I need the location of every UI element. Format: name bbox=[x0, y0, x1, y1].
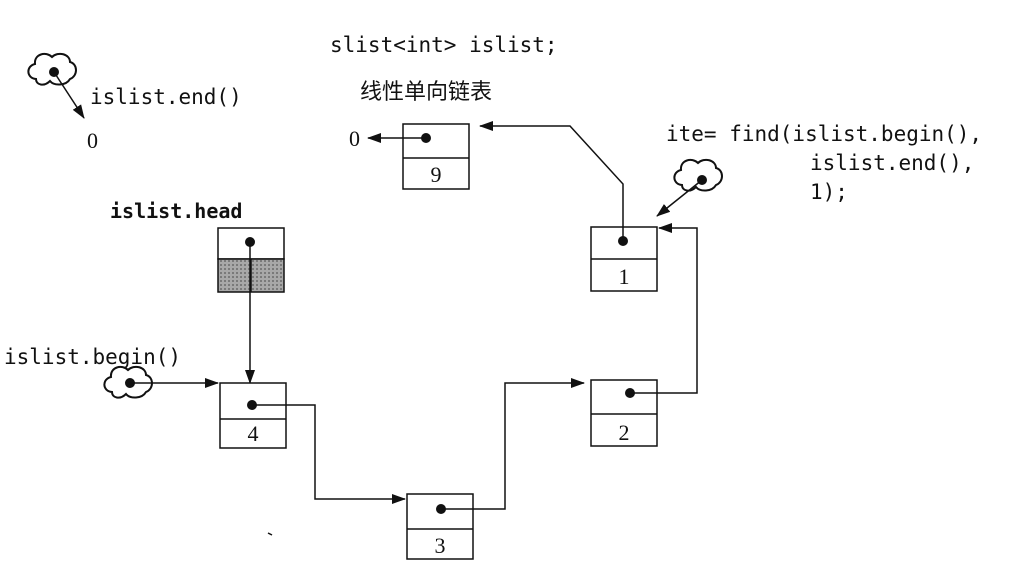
list-node: 3 bbox=[406, 493, 474, 560]
tail-null: 0 bbox=[349, 126, 360, 151]
begin-label: islist.begin() bbox=[4, 345, 181, 369]
head-node: islist.head bbox=[110, 199, 285, 384]
ite-iterator bbox=[656, 158, 723, 217]
head-label: islist.head bbox=[110, 199, 242, 223]
node-value: 1 bbox=[619, 264, 630, 289]
end-null: 0 bbox=[87, 128, 98, 153]
node-value: 3 bbox=[435, 533, 446, 558]
begin-iterator: islist.begin() bbox=[4, 345, 219, 399]
find-line-3: 1); bbox=[810, 180, 848, 204]
caption-text: 线性单向链表 bbox=[360, 80, 492, 105]
declaration-text: slist<int> islist; bbox=[330, 33, 558, 57]
find-line-2: islist.end(), bbox=[810, 151, 974, 175]
end-label: islist.end() bbox=[90, 85, 242, 109]
list-node: 2 bbox=[590, 379, 658, 447]
list-node: 4 bbox=[219, 382, 287, 449]
node-value: 2 bbox=[619, 420, 630, 445]
find-line-1: ite= find(islist.begin(), bbox=[666, 122, 982, 146]
node-value: 4 bbox=[248, 421, 259, 446]
ite-cloud-icon bbox=[673, 158, 723, 192]
list-node: 9 bbox=[402, 123, 470, 190]
end-iterator: islist.end() 0 bbox=[27, 52, 242, 153]
node-value: 9 bbox=[431, 162, 442, 187]
list-node: 1 bbox=[590, 226, 658, 292]
